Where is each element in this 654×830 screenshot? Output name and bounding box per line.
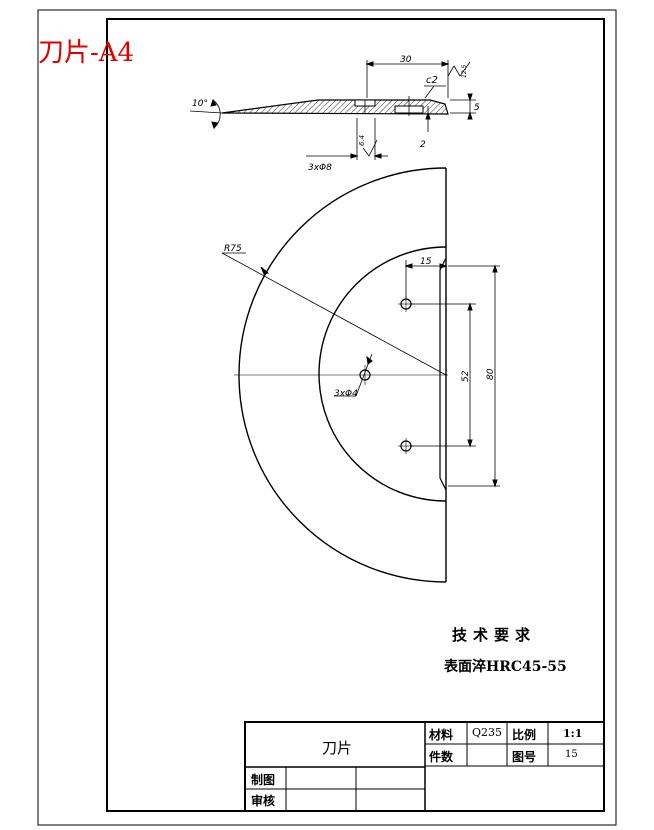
outer-border	[37, 9, 617, 826]
title-block-grid	[244, 721, 605, 812]
drawing-no-label: 图号	[512, 750, 537, 764]
mounting-plate	[439, 257, 447, 491]
plan-view	[221, 167, 500, 583]
blade-profile	[221, 99, 449, 115]
quantity-label: 件数	[429, 750, 454, 764]
dim-roughness-fine: 6.4	[358, 135, 366, 146]
dim-15: 15	[420, 257, 432, 267]
scale-label: 比例	[512, 728, 537, 742]
inner-arc	[318, 246, 447, 502]
sheet-title: 刀片-A4	[38, 38, 135, 68]
dim-holes-large: 3xΦ8	[308, 163, 332, 173]
scale-value: 1:1	[563, 727, 583, 740]
tech-requirements-line: 表面淬HRC45-55	[444, 659, 567, 675]
drawing-no-value: 15	[565, 749, 578, 760]
material-value: Q235	[472, 726, 503, 739]
checked-label: 审核	[251, 794, 276, 808]
dim-80: 80	[486, 368, 496, 380]
dim-roughness-top: 12.5	[461, 64, 468, 78]
dim-52: 52	[461, 370, 471, 382]
part-name: 刀片	[322, 739, 353, 757]
dim-chamfer: c2	[426, 75, 438, 86]
dim-angle: 10°	[192, 99, 208, 109]
dim-5: 5	[474, 103, 480, 113]
dim-radius: R75	[224, 244, 242, 254]
drawing-frame	[106, 18, 605, 812]
section-view	[189, 60, 476, 160]
dim-2: 2	[420, 140, 426, 150]
tech-requirements-title: 技术要求	[452, 626, 537, 644]
material-label: 材料	[429, 728, 454, 742]
dim-holes-small: 3xΦ4	[334, 389, 358, 399]
dim-30: 30	[400, 55, 412, 65]
drawn-label: 制图	[251, 773, 276, 787]
